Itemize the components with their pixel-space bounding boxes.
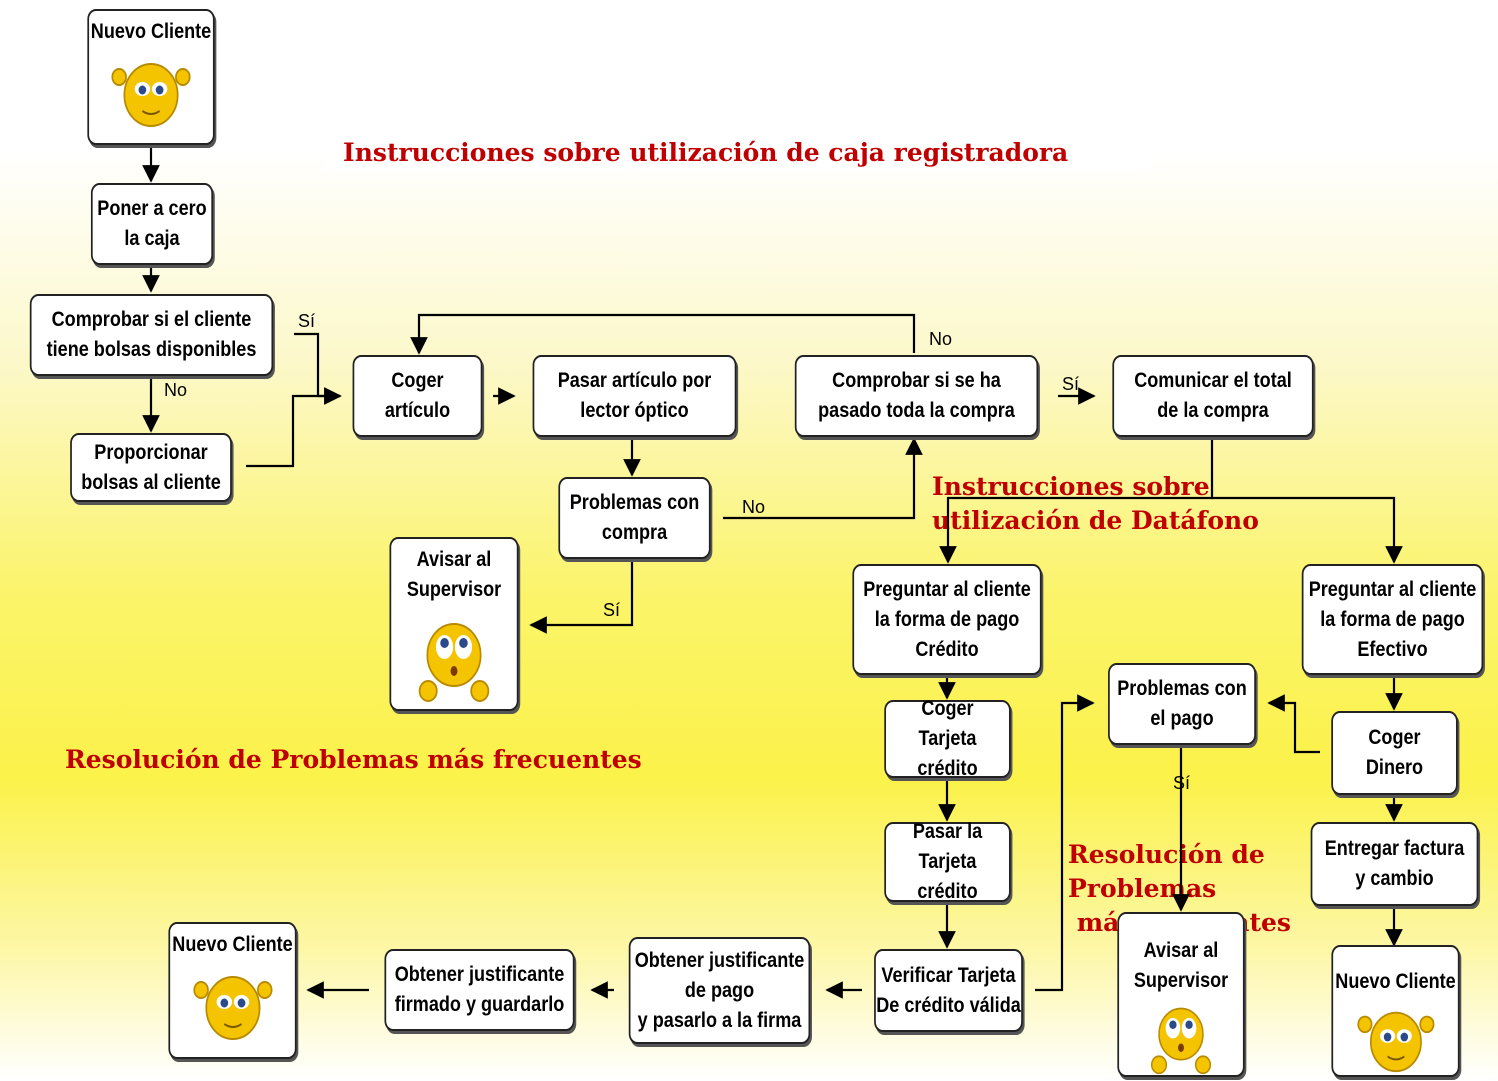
- edge-verificar-problemas-pago: [1035, 694, 1095, 992]
- node-problemas-pago: Problemas con el pago: [1108, 663, 1256, 745]
- node-proporcionar-bolsas: Proporcionar bolsas al cliente: [70, 433, 232, 502]
- node-poner-a-cero: Poner a cero la caja: [90, 183, 214, 265]
- node-nuevo-cliente-bottom-right: Nuevo Cliente: [1331, 945, 1460, 1077]
- node-nuevo-cliente-top: Nuevo Cliente: [87, 9, 215, 145]
- node-comprobar-bolsas: Comprobar si el cliente tiene bolsas dis…: [29, 294, 274, 376]
- heading-resolucion-problemas: Resolución de Problemas más frecuentes: [65, 745, 642, 774]
- node-obtener-justificante-firmado: Obtener justificante firmado y guardarlo: [384, 949, 575, 1031]
- edge-problemas-no-comprobar: [723, 437, 923, 520]
- edge-label-si-pago: Sí: [1173, 773, 1191, 793]
- edge-label-si-bolsas: Sí: [298, 311, 316, 331]
- node-pasar-articulo: Pasar artículo por lector óptico: [532, 355, 737, 437]
- edge-dinero-problemas-pago: [1267, 694, 1320, 754]
- edge-label-si-problemas: Sí: [603, 600, 621, 620]
- node-label: Nuevo Cliente: [172, 933, 293, 956]
- node-comprobar-compra: Comprobar si se ha pasado toda la compra: [794, 355, 1039, 437]
- node-preguntar-credito: Preguntar al cliente la forma de pago Cr…: [852, 564, 1042, 675]
- node-preguntar-efectivo: Preguntar al cliente la forma de pago Ef…: [1301, 564, 1484, 675]
- edge-label-no-problemas: No: [742, 497, 766, 517]
- node-verificar-tarjeta: Verificar Tarjeta De crédito válida: [874, 949, 1023, 1032]
- smiley-face-icon: [111, 63, 191, 127]
- node-label: Nuevo Cliente: [1335, 970, 1456, 993]
- node-label: Nuevo Cliente: [90, 20, 212, 43]
- node-coger-articulo: Coger artículo: [352, 355, 483, 437]
- smiley-face-icon: [192, 976, 273, 1040]
- node-label: Avisar al Supervisor: [1133, 939, 1229, 992]
- node-avisar-supervisor-1: Avisar al Supervisor: [389, 537, 519, 711]
- title-backdrop: [326, 40, 1152, 172]
- node-nuevo-cliente-bottom-left: Nuevo Cliente: [168, 922, 297, 1059]
- node-entregar-factura: Entregar factura y cambio: [1310, 822, 1479, 906]
- edge-comprobar-no-loop: [410, 313, 916, 355]
- node-coger-tarjeta: Coger Tarjeta crédito: [884, 697, 1011, 780]
- heading-datafono: Instrucciones sobre utilización de Datáf…: [932, 472, 1259, 535]
- edge-label-no-loop: No: [929, 329, 953, 349]
- node-avisar-supervisor-2: Avisar al Supervisor: [1117, 912, 1245, 1077]
- node-coger-dinero: Coger Dinero: [1331, 711, 1458, 795]
- worried-face-icon: [418, 623, 490, 702]
- smiley-face-icon: [1356, 1011, 1435, 1073]
- node-label: Avisar al Supervisor: [406, 548, 502, 601]
- edge-comunicar-split: [939, 437, 1214, 564]
- edge-si-coger: [294, 332, 342, 405]
- heading-caja-registradora: Instrucciones sobre utilización de caja …: [343, 138, 1069, 167]
- edge-proporcionar-coger: [246, 387, 342, 468]
- edge-label-no-bolsas: No: [164, 380, 188, 400]
- node-obtener-justificante-pago: Obtener justificante de pago y pasarlo a…: [628, 937, 811, 1044]
- node-comunicar-total: Comunicar el total de la compra: [1112, 355, 1314, 437]
- worried-face-icon: [1150, 1007, 1212, 1075]
- node-problemas-compra: Problemas con compra: [558, 477, 711, 559]
- edge-comunicar-efectivo: [1212, 496, 1403, 564]
- edge-label-si-compra: Sí: [1062, 374, 1080, 394]
- edge-problemas-si-avisar: [529, 560, 634, 634]
- node-pasar-tarjeta: Pasar la Tarjeta crédito: [884, 820, 1011, 903]
